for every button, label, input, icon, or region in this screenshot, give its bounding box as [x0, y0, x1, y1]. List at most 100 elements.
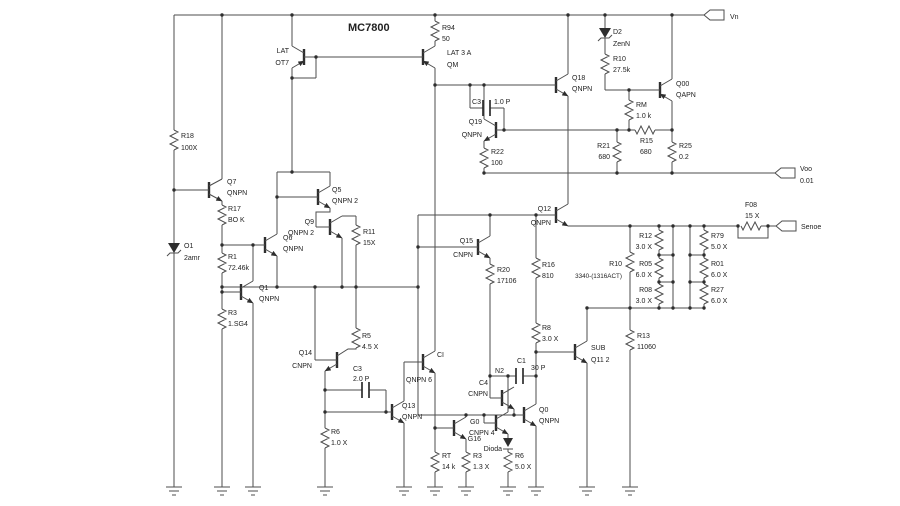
r10-ref: R10: [609, 261, 622, 268]
sense-terminal: [775, 220, 797, 232]
r8-ref: R8: [542, 325, 551, 332]
q15-ref: Q15: [460, 238, 473, 245]
resistor-symbols-horizontal: [634, 124, 762, 232]
q12-val: QNPN: [531, 220, 551, 227]
r5-ref: R5: [362, 333, 371, 340]
transistor-ci: [404, 350, 436, 374]
ground-symbols: [166, 486, 638, 496]
vout-sub-label: 0.01: [800, 178, 814, 185]
q19-ref: Q19: [469, 119, 482, 126]
q6-ref: Q6: [283, 235, 292, 242]
r6b-ref: R6: [515, 453, 524, 460]
r15-val: 680: [640, 149, 652, 156]
r22-ref: R22: [491, 149, 504, 156]
r3b-val: 1.3 X: [473, 464, 490, 471]
c1-ref: C1: [517, 358, 526, 365]
capacitor-c1-symbol: [515, 368, 524, 384]
r05-ref: R05: [639, 261, 652, 268]
ot7-val: OT7: [275, 60, 289, 67]
vout-label: Voo: [800, 166, 812, 173]
q00-ref: Q00: [676, 81, 689, 88]
q19-val: QNPN: [462, 132, 482, 139]
transistor-q00: [648, 78, 673, 102]
transistor-q0: [512, 403, 537, 427]
r22-val: 100: [491, 160, 503, 167]
transistor-q7: [197, 178, 223, 202]
q14-val: CNPN: [292, 363, 312, 370]
c4-val: CNPN: [468, 391, 488, 398]
q13-ref: Q13: [402, 403, 415, 410]
sub-ref: SUB: [591, 345, 606, 352]
wires-top: [173, 14, 775, 487]
capacitor-c3b-symbol: [361, 382, 370, 398]
r01-val: 6.0 X: [711, 272, 728, 279]
transistor-q18: [544, 73, 569, 97]
r05-val: 6.0 X: [636, 272, 653, 279]
junction-dots: [172, 13, 770, 430]
r79-val: 5.0 X: [711, 244, 728, 251]
wires-bottom: [324, 85, 537, 487]
r16-ref: R16: [542, 262, 555, 269]
sub-val: Q11 2: [591, 357, 610, 364]
q9-ref: Q9: [305, 219, 314, 226]
r21-val: 680: [598, 154, 610, 161]
g0-ref: G0: [470, 419, 479, 426]
r10-val: 3340-(1316ACT): [575, 273, 622, 280]
vin-terminal: [703, 9, 725, 21]
q9-val: QNPN 2: [288, 230, 314, 237]
transistor-q1: [229, 280, 254, 304]
diode-dioda-symbol: [503, 438, 513, 450]
n2-label: N2: [495, 368, 504, 375]
q14-ref: Q14: [299, 350, 312, 357]
r11-val: 15X: [363, 240, 376, 247]
d1-ref: O1: [184, 243, 193, 250]
r3b-ref: R3: [473, 453, 482, 460]
r25-val: 0.2: [679, 154, 689, 161]
r5-val: 4.5 X: [362, 344, 379, 351]
resistor-symbols-vertical: [168, 20, 710, 473]
r20-val: 17106: [497, 278, 517, 285]
d2-val: ZenN: [613, 41, 630, 48]
r10z-ref: R10: [613, 56, 626, 63]
r6a-val: 1.0 X: [331, 440, 348, 447]
lat3a-val: QM: [447, 62, 458, 69]
r08-val: 3.0 X: [636, 298, 653, 305]
transistor-q14: [315, 348, 357, 372]
transistor-c4: [490, 386, 515, 410]
r6a-ref: R6: [331, 429, 340, 436]
c1-val: 30 P: [531, 365, 546, 372]
sense-label: Senoe: [801, 224, 821, 231]
r18-ref: R18: [181, 133, 194, 140]
r3a-val: 1.SG4: [228, 321, 248, 328]
q18-ref: Q18: [572, 75, 585, 82]
zener-d2-symbol: [597, 28, 613, 42]
transistor-q13: [374, 400, 405, 424]
r12-ref: R12: [639, 233, 652, 240]
r8-val: 3.0 X: [542, 336, 559, 343]
capacitor-c3a-symbol: [482, 100, 491, 116]
q0-ref: Q0: [539, 407, 548, 414]
r21-ref: R21: [597, 143, 610, 150]
transistor-q5: [306, 185, 331, 209]
rt-val: 14 k: [442, 464, 456, 471]
q7-val: QNPN: [227, 190, 247, 197]
transistor-q9: [316, 215, 343, 239]
r6b-val: 5.0 X: [515, 464, 532, 471]
ot7-ref: LAT: [277, 48, 290, 55]
r25-ref: R25: [679, 143, 692, 150]
q1-val: QNPN: [259, 296, 279, 303]
r27-ref: R27: [711, 287, 724, 294]
q7-ref: Q7: [227, 179, 236, 186]
g0-val: CNPN 4: [469, 430, 495, 437]
q0-val: QNPN: [539, 418, 559, 425]
rm-ref: RM: [636, 102, 647, 109]
r20-ref: R20: [497, 267, 510, 274]
c3a-ref: C3: [472, 99, 481, 106]
r12-val: 3.0 X: [636, 244, 653, 251]
q00-val: QAPN: [676, 92, 696, 99]
c3a-val: 1.0 P: [494, 99, 511, 106]
c3b-val: 2.0 P: [353, 376, 370, 383]
r79-ref: R79: [711, 233, 724, 240]
r01-ref: R01: [711, 261, 724, 268]
